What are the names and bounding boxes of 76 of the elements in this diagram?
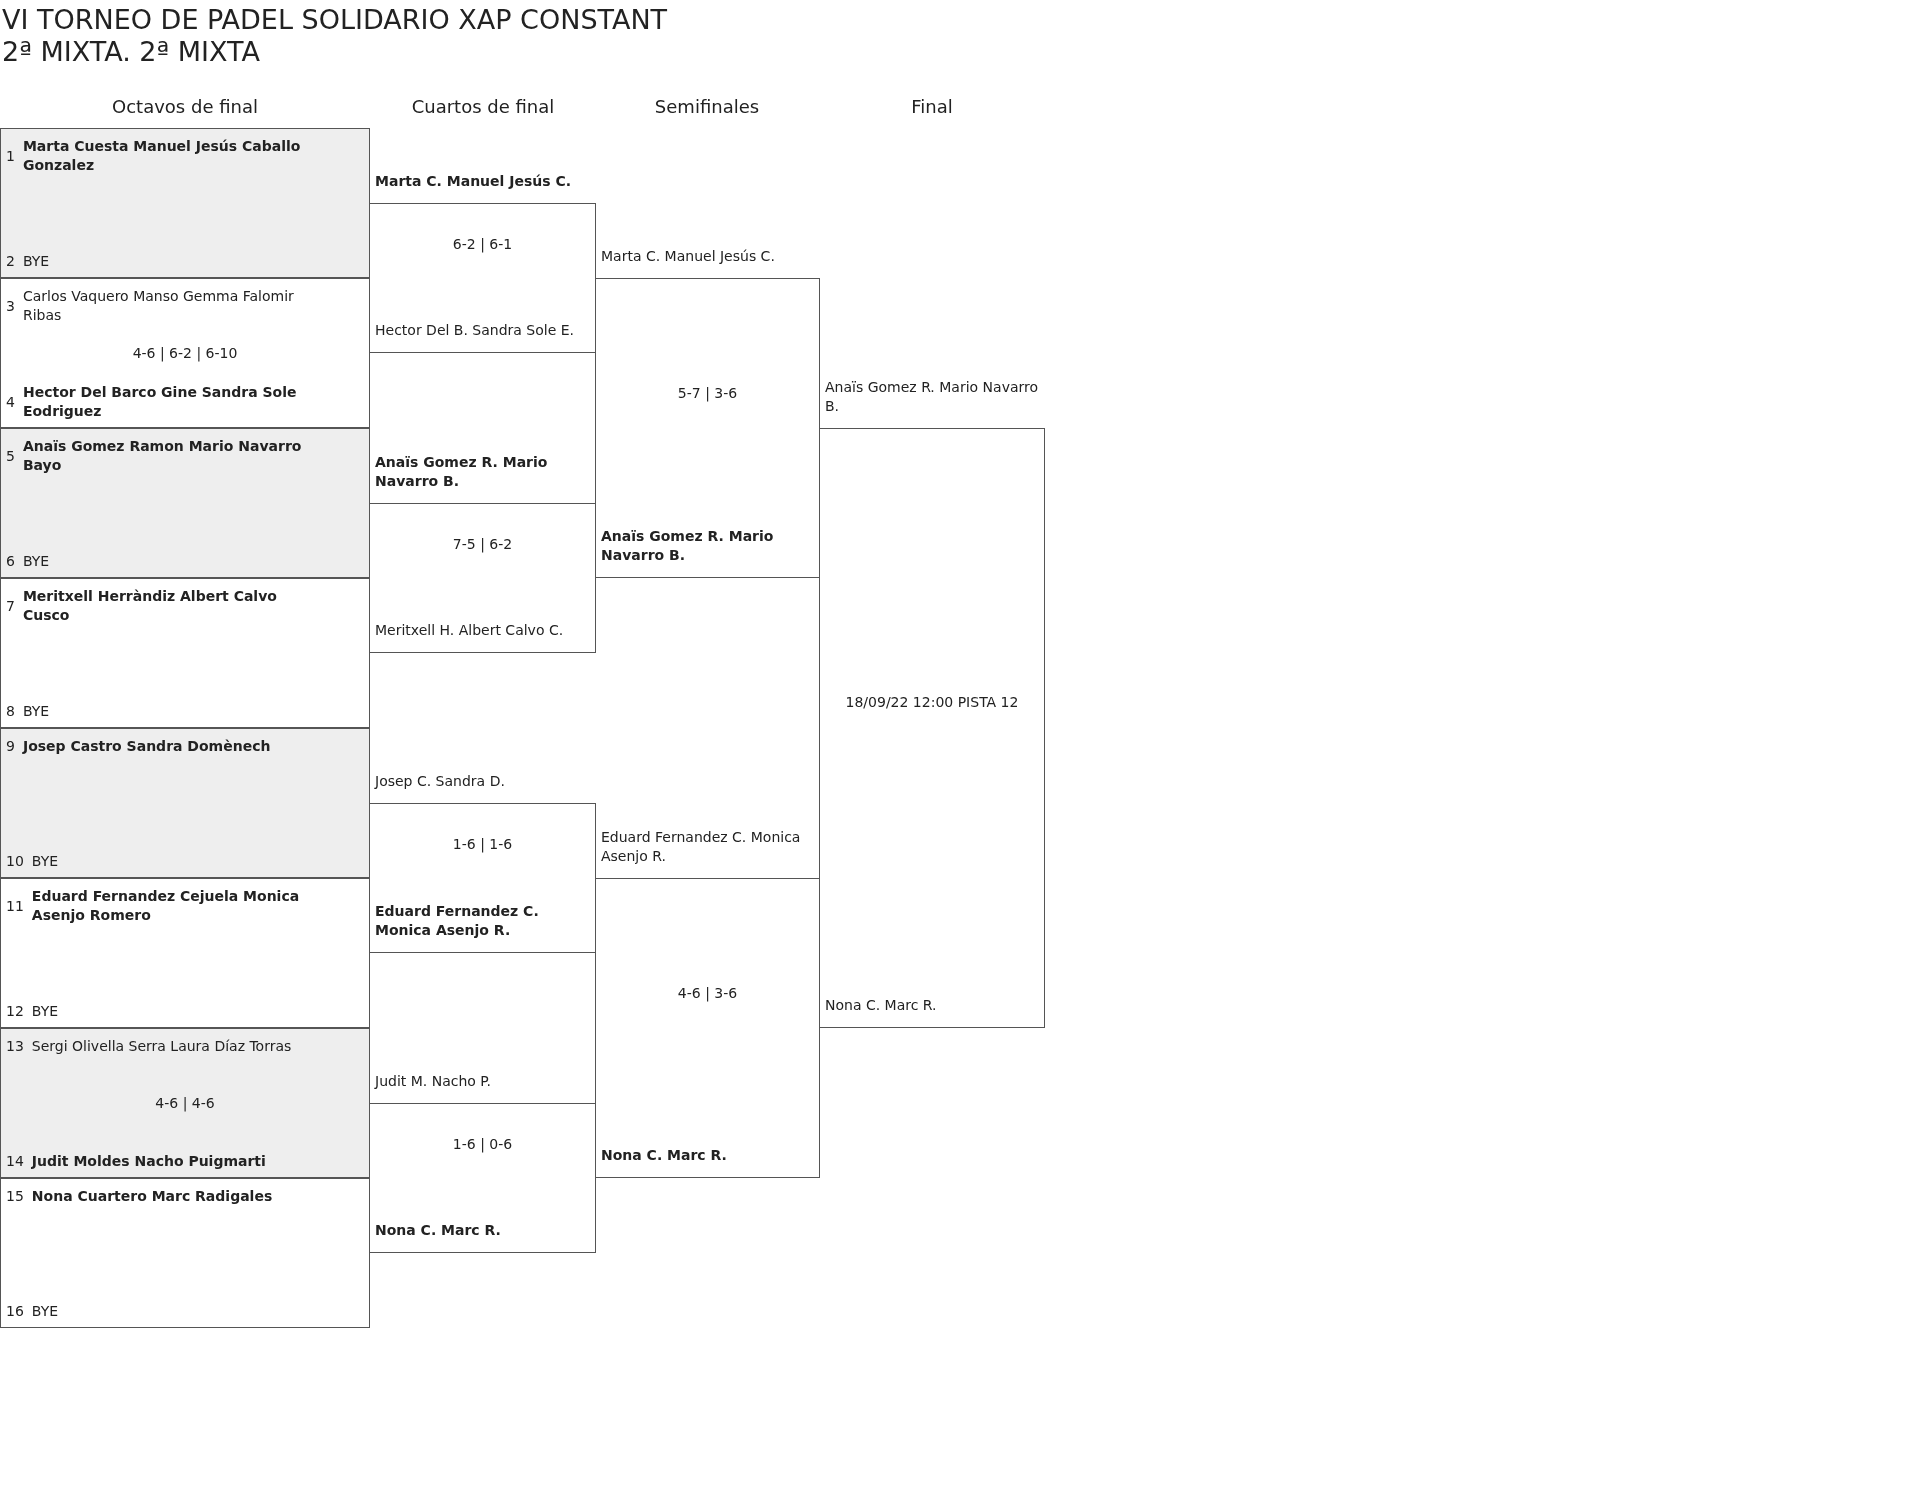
bracket-box — [595, 278, 820, 578]
team-name: Hector Del B. Sandra Sole E. — [375, 321, 576, 340]
team-name: Josep C. Sandra D. — [375, 772, 506, 791]
team-name: BYE — [31, 1002, 60, 1021]
bracket-box — [0, 878, 370, 1028]
seed-number: 16 — [6, 1302, 24, 1321]
seed-number: 14 — [6, 1152, 24, 1171]
team-name: BYE — [31, 1302, 60, 1321]
bracket-box — [0, 128, 370, 278]
bracket-box — [0, 728, 370, 878]
match-score: 1-6 | 1-6 — [452, 835, 513, 852]
round-heading: Octavos de final — [112, 96, 258, 117]
team-name: Judit M. Nacho P. — [375, 1072, 493, 1091]
seed-number: 8 — [6, 702, 15, 721]
team-name: Marta C. Manuel Jesús C. — [375, 172, 573, 191]
match-score: 4-6 | 6-2 | 6-10 — [132, 345, 238, 361]
team-name: Eduard Fernandez Cejuela Monica Asenjo Romero — [31, 887, 301, 925]
team-name: Anaïs Gomez Ramon Mario Navarro Bayo — [22, 437, 303, 475]
team-name: Nona Cuartero Marc Radigales — [31, 1187, 274, 1206]
team-name: Marta C. Manuel Jesús C. — [601, 247, 776, 266]
match-score: 4-6 | 3-6 — [677, 985, 738, 1002]
match-score: 4-6 | 4-6 — [155, 1095, 215, 1111]
team-name: BYE — [22, 252, 51, 271]
team-name: Carlos Vaquero Manso Gemma Falomir Ribas — [22, 287, 295, 325]
team-name: Nona C. Marc R. — [601, 1146, 728, 1165]
seed-number: 11 — [6, 896, 24, 916]
match-score: 1-6 | 0-6 — [452, 1135, 513, 1152]
bracket-box — [0, 578, 370, 728]
team-name: Nona C. Marc R. — [825, 996, 938, 1015]
team-name: Josep Castro Sandra Domènech — [22, 737, 272, 756]
title: VI TORNEO DE PADEL SOLIDARIO XAP CONSTANT — [2, 4, 668, 35]
bracket-box — [369, 503, 596, 653]
bracket-box — [595, 878, 820, 1178]
team-name: BYE — [22, 552, 51, 571]
team-name: Sergi Olivella Serra Laura Díaz Torras — [31, 1037, 293, 1056]
seed-number: 15 — [6, 1187, 24, 1206]
seed-number: 10 — [6, 852, 24, 871]
match-score: 5-7 | 3-6 — [677, 385, 738, 402]
bracket-box — [369, 803, 596, 953]
team-name: Hector Del Barco Gine Sandra Sole Eodriguez — [22, 383, 298, 421]
team-name: Marta Cuesta Manuel Jesús Caballo Gonzalez — [22, 137, 302, 175]
seed-number: 2 — [6, 252, 15, 271]
team-name: BYE — [22, 702, 51, 721]
round-heading: Semifinales — [654, 96, 760, 117]
seed-number: 1 — [6, 146, 15, 166]
seed-number: 9 — [6, 737, 15, 756]
team-name: Meritxell Herràndiz Albert Calvo Cusco — [22, 587, 278, 625]
bracket-box — [819, 428, 1045, 1028]
bracket-box — [0, 1028, 370, 1178]
seed-number: 7 — [6, 596, 15, 616]
seed-number: 6 — [6, 552, 15, 571]
bracket-box — [0, 278, 370, 428]
bracket-box — [369, 1103, 596, 1253]
team-name: Anaïs Gomez R. Mario Navarro B. — [825, 378, 1039, 416]
round-heading: Cuartos de final — [411, 96, 555, 117]
seed-number: 5 — [6, 446, 15, 466]
bracket-box — [0, 428, 370, 578]
team-name: Meritxell H. Albert Calvo C. — [375, 621, 565, 640]
seed-number: 3 — [6, 296, 15, 316]
team-name: Nona C. Marc R. — [375, 1221, 502, 1240]
bracket-box — [369, 203, 596, 353]
match-score: 18/09/22 12:00 PISTA 12 — [845, 694, 1019, 711]
seed-number: 13 — [6, 1037, 24, 1056]
match-score: 7-5 | 6-2 — [452, 535, 513, 552]
team-name: Eduard Fernandez C. Monica Asenjo R. — [601, 828, 802, 866]
team-name: Judit Moldes Nacho Puigmarti — [31, 1152, 267, 1171]
team-name: BYE — [31, 852, 60, 871]
team-name: Anaïs Gomez R. Mario Navarro B. — [601, 527, 775, 565]
subtitle: 2ª MIXTA. 2ª MIXTA — [2, 36, 260, 67]
bracket-box — [0, 1178, 370, 1328]
team-name: Anaïs Gomez R. Mario Navarro B. — [375, 453, 549, 491]
seed-number: 12 — [6, 1002, 24, 1021]
round-heading: Final — [911, 96, 953, 117]
team-name: Eduard Fernandez C. Monica Asenjo R. — [375, 902, 540, 940]
seed-number: 4 — [6, 392, 15, 412]
match-score: 6-2 | 6-1 — [452, 235, 513, 252]
